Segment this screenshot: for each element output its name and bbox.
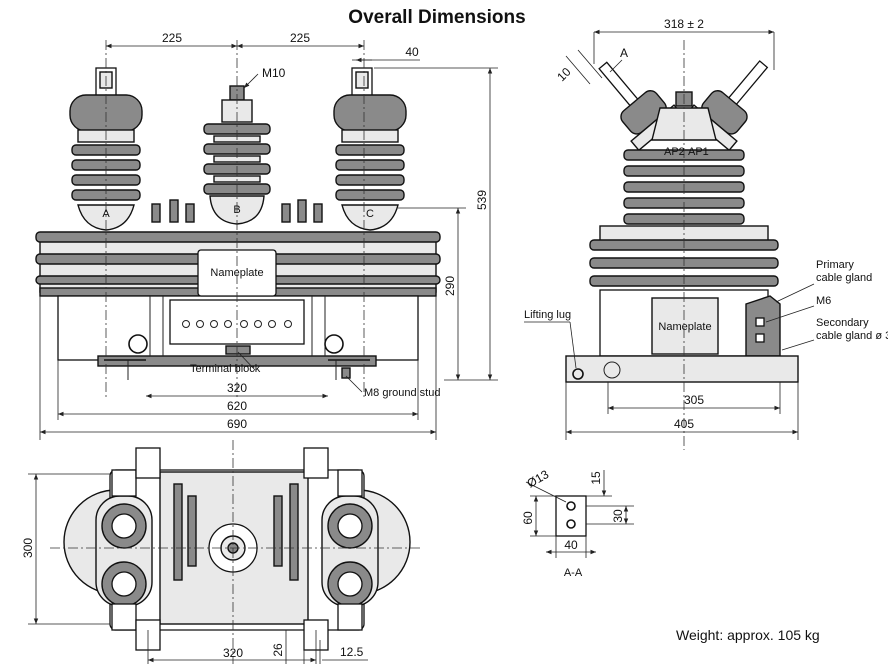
dim-225-right: 225	[290, 31, 310, 45]
weight-label: Weight: approx. 105 kg	[676, 627, 820, 643]
dim-15: 15	[589, 471, 603, 485]
dim-40: 40	[405, 45, 419, 59]
side-lifting-lug	[572, 368, 584, 380]
dim-305: 305	[684, 393, 704, 407]
ap1-label: AP1	[688, 146, 709, 158]
dim-30: 30	[611, 509, 625, 523]
side-view: Nameplate 318 ± 2 10 A AP2 AP1 305 405	[524, 17, 888, 450]
m6-label: M6	[816, 295, 831, 307]
bushing-b-label: B	[233, 204, 240, 216]
dim-539: 539	[475, 190, 489, 210]
dim-320-top: 320	[223, 646, 243, 660]
dim-26: 26	[271, 643, 285, 657]
dim-13: Ø13	[525, 467, 552, 491]
primary-gland-label-2: cable gland	[816, 272, 872, 284]
dim-300: 300	[21, 538, 35, 558]
dim-10: 10	[554, 65, 574, 85]
secondary-gland-label-2: cable gland ø 32	[816, 330, 888, 342]
front-nameplate-label: Nameplate	[210, 267, 263, 279]
bushing-c	[333, 67, 407, 231]
secondary-gland-label-1: Secondary	[816, 317, 869, 329]
section-aa: Ø13 15 60 30 40 A-A	[521, 467, 634, 579]
ap2-label: AP2	[664, 146, 685, 158]
dim-690: 690	[227, 417, 247, 431]
dim-318: 318 ± 2	[664, 17, 704, 31]
bushing-a	[69, 67, 143, 231]
dim-320: 320	[227, 381, 247, 395]
drawing-title: Overall Dimensions	[348, 7, 525, 28]
top-bushing-left	[95, 469, 153, 631]
dim-60: 60	[521, 511, 535, 525]
dim-620: 620	[227, 399, 247, 413]
primary-gland-label-1: Primary	[816, 259, 854, 271]
bushing-c-label: C	[366, 208, 374, 220]
dim-290: 290	[443, 276, 457, 296]
bushing-a-label: A	[102, 208, 110, 220]
terminal-block-label: Terminal block	[190, 363, 261, 375]
dim-12-5: 12.5	[340, 645, 364, 659]
lifting-lug-label: Lifting lug	[524, 309, 571, 321]
section-aa-label: A-A	[564, 567, 583, 579]
front-view: Nameplate A B C 225 225 40 M10	[35, 31, 498, 440]
top-bushing-right	[321, 469, 379, 631]
side-nameplate-label: Nameplate	[658, 321, 711, 333]
dim-405: 405	[674, 417, 694, 431]
dim-225-left: 225	[162, 31, 182, 45]
dim-40-section: 40	[564, 538, 578, 552]
side-base	[565, 355, 799, 383]
ground-stud-label: M8 ground stud	[364, 387, 440, 399]
top-view: 300 320 26 12.5	[21, 440, 420, 664]
section-mark-a: A	[620, 46, 628, 60]
side-nameplate	[651, 297, 719, 355]
dim-m10: M10	[262, 66, 286, 80]
